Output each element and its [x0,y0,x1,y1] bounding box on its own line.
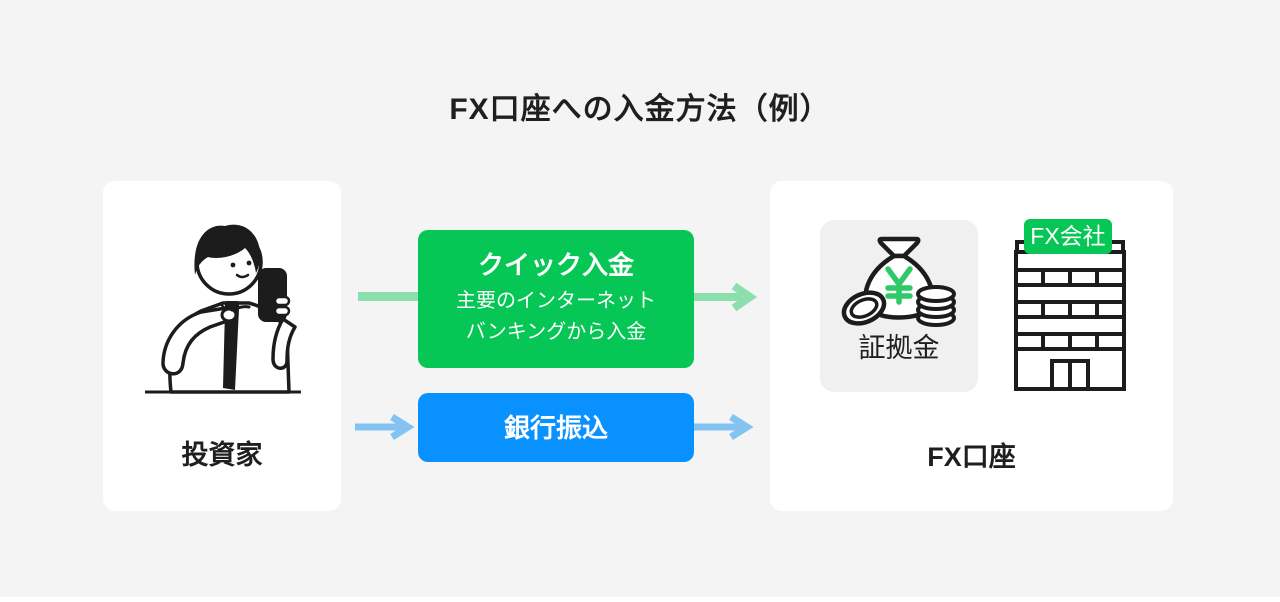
page-title: FX口座への入金方法（例） [449,93,831,126]
investor-illustration [145,224,301,394]
bank-transfer-box: 銀行振込 [418,393,694,462]
page-footer-strip [0,597,1280,602]
coin-icon [841,290,887,326]
margin-tile: 証拠金 [820,220,978,392]
margin-label: 証拠金 [858,333,940,363]
yen-symbol-icon [885,266,913,305]
building-icon [1014,240,1126,391]
arrow-investor-to-quick [358,292,418,301]
investor-label: 投資家 [181,440,263,470]
investor-card: 投資家 [103,181,341,511]
fx-account-label: FX口座 [927,442,1016,472]
arrow-investor-to-bank-icon [355,414,415,440]
quick-deposit-desc-line1: 主要のインターネット [456,290,656,312]
money-bag-icon [841,236,956,327]
quick-deposit-desc-line2: バンキングから入金 [465,321,647,343]
coin-stack-icon [916,285,956,327]
quick-deposit-title: クイック入金 [477,250,634,280]
arrow-bank-to-account-icon [694,414,754,440]
arrow-quick-to-account-icon [694,282,758,312]
fx-account-card: 証拠金 FX会社 [770,181,1173,511]
bank-transfer-label: 銀行振込 [503,412,608,443]
fx-company-tag: FX会社 [1024,219,1112,254]
quick-deposit-box: クイック入金 主要のインターネット バンキングから入金 [418,230,694,368]
